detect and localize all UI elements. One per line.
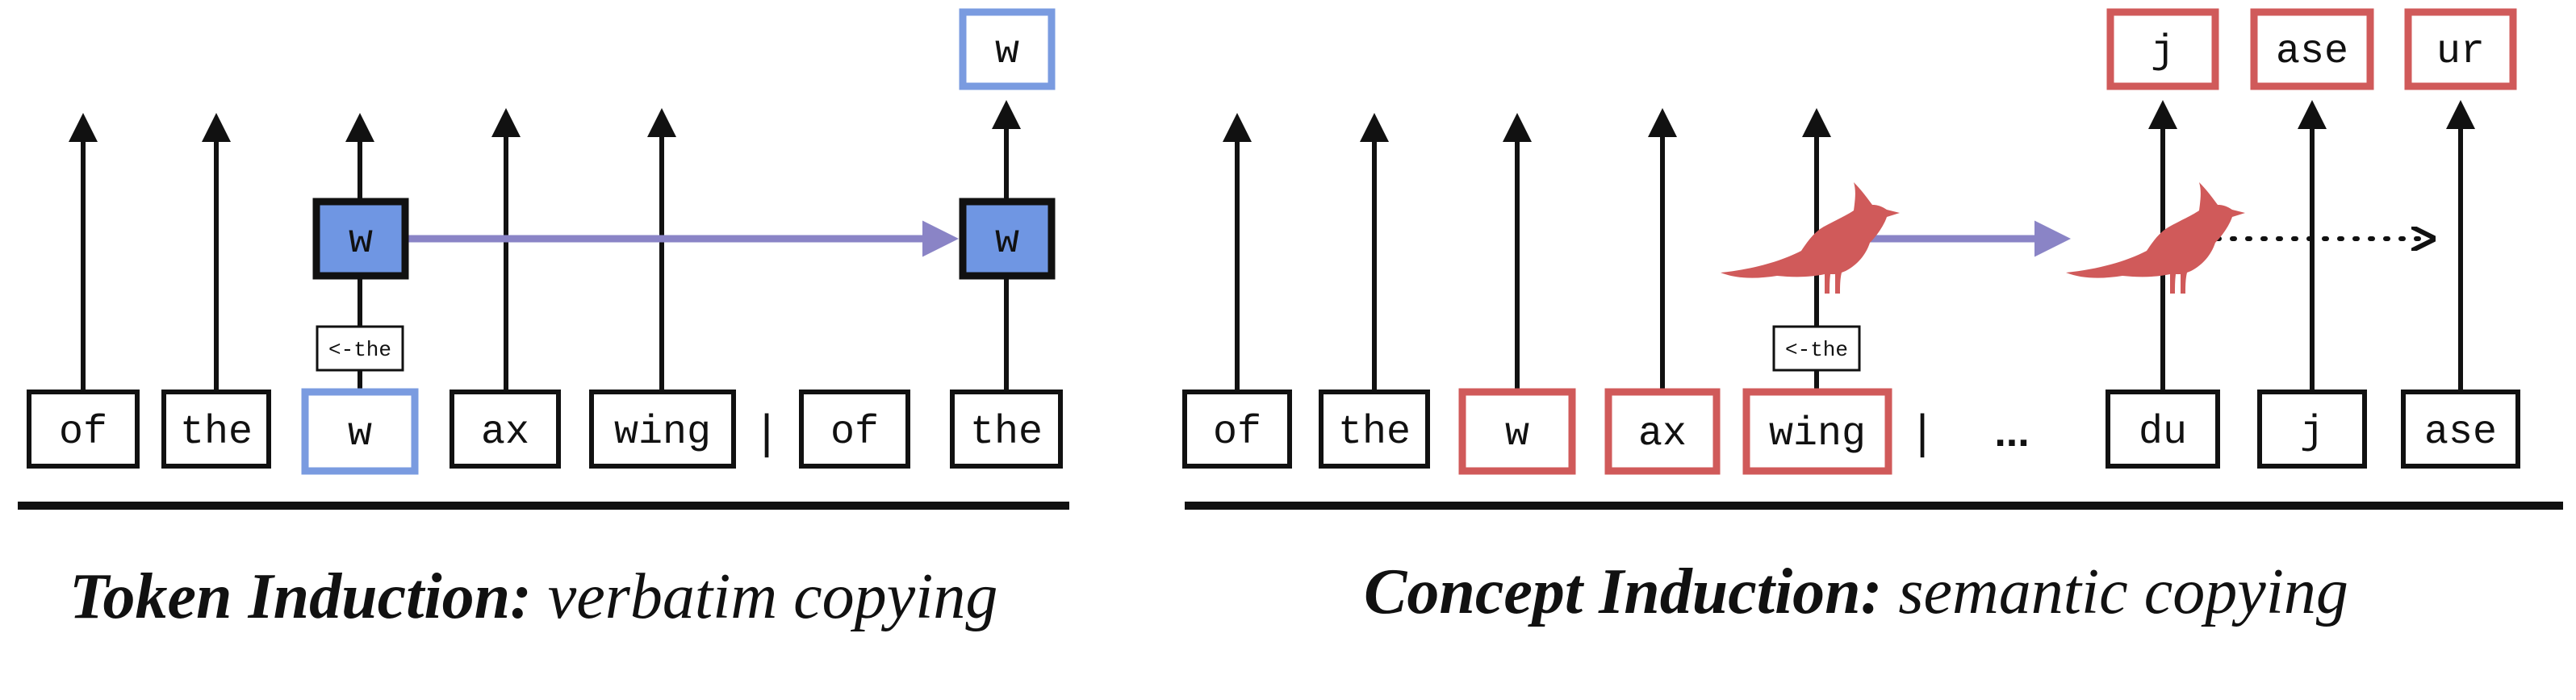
concept-output-box — [2404, 8, 2517, 90]
token-input-box — [950, 390, 1063, 469]
token-input-box — [589, 390, 736, 469]
concept-input-label: j — [2300, 410, 2324, 456]
token-input-box — [27, 390, 140, 469]
concept-caption: Concept Induction: semantic copying — [1364, 556, 2348, 627]
concept-induction-panel: <-the j ase ur of the w ax wing | ... — [1182, 8, 2563, 627]
token-output-box — [959, 8, 1056, 90]
token-input-label: of — [830, 410, 879, 456]
concept-output-label: ur — [2436, 29, 2485, 75]
prev-token-box — [316, 325, 404, 372]
concept-input-box — [2106, 390, 2220, 469]
concept-input-label: wing — [1769, 411, 1866, 457]
bird-icon — [2066, 182, 2245, 294]
concept-input-box — [1458, 388, 1576, 475]
concept-input-box — [1319, 390, 1430, 469]
token-input-box — [301, 388, 419, 475]
concept-output-box — [2106, 8, 2219, 90]
head-source-label: w — [349, 219, 373, 265]
concept-input-box — [1604, 388, 1721, 475]
token-input-box — [799, 390, 910, 469]
head-source-box — [312, 198, 409, 280]
concept-input-label: ase — [2424, 410, 2497, 456]
concept-output-box — [2250, 8, 2374, 90]
concept-input-label: w — [1505, 411, 1529, 457]
head-target-label: w — [995, 219, 1019, 265]
concept-input-label: du — [2139, 410, 2187, 456]
token-input-box — [450, 390, 561, 469]
concept-output-label: j — [2151, 29, 2175, 75]
concept-ellipsis: ... — [1994, 409, 2029, 456]
concept-prev-token-box — [1772, 325, 1861, 372]
concept-prev-token-label: <-the — [1785, 338, 1848, 362]
token-input-label: of — [59, 410, 107, 456]
concept-input-label: of — [1213, 410, 1261, 456]
concept-input-box — [2401, 390, 2520, 469]
concept-input-box — [1182, 390, 1292, 469]
bird-icon — [1721, 182, 1900, 294]
prev-token-label: <-the — [328, 338, 391, 362]
concept-input-label: ax — [1638, 411, 1687, 457]
token-input-label: the — [970, 410, 1043, 456]
token-input-label: wing — [614, 410, 711, 456]
token-input-label: ax — [481, 410, 529, 456]
concept-input-box — [1742, 388, 1892, 475]
concept-separator: | — [1916, 406, 1928, 458]
concept-output-label: ase — [2276, 29, 2348, 75]
concept-input-box — [2257, 390, 2367, 469]
head-target-box — [959, 198, 1056, 280]
token-output-label: w — [995, 29, 1019, 75]
token-caption: Token Induction: verbatim copying — [69, 561, 997, 632]
token-input-label: the — [180, 410, 253, 456]
token-input-label: w — [348, 411, 372, 457]
token-separator: | — [760, 406, 772, 458]
token-induction-panel: <-the w w w of the w ax wing | of the To… — [18, 8, 1069, 632]
token-input-box — [161, 390, 271, 469]
concept-input-label: the — [1338, 410, 1411, 456]
